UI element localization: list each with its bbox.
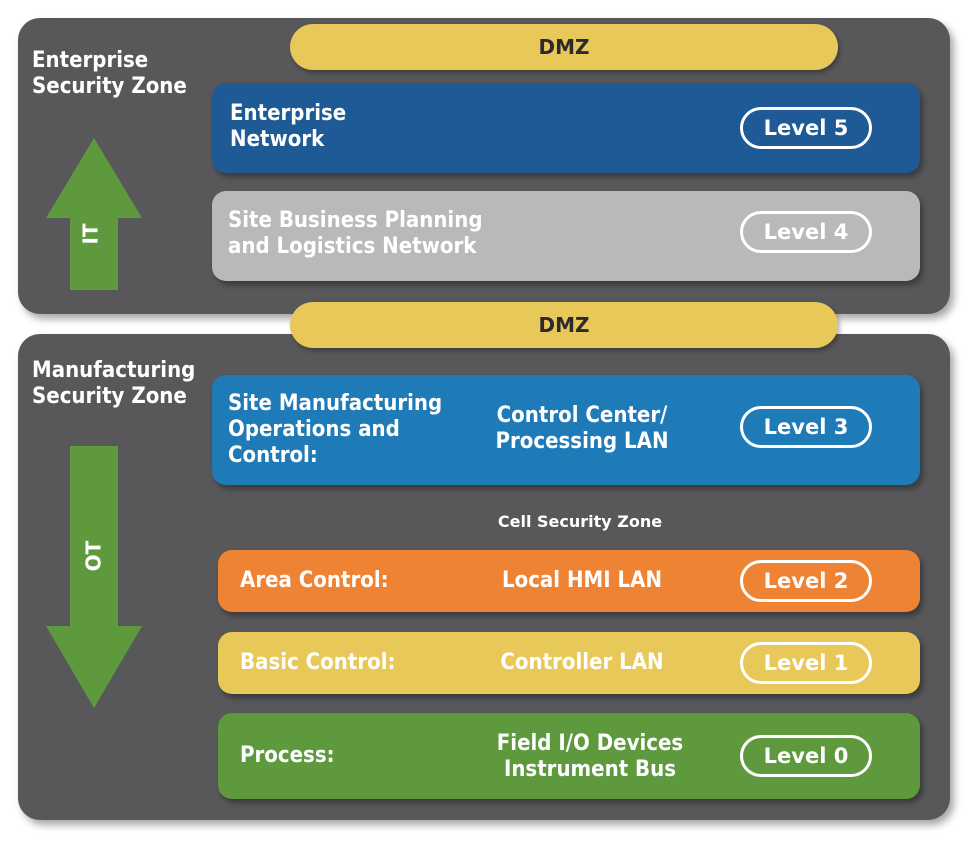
level-3-network: Control Center/ Processing LAN: [495, 403, 669, 454]
level-3-site-manufacturing-bar: Site Manufacturing Operations and Contro…: [212, 375, 920, 485]
level-0-process-bar: Process: Field I/O Devices Instrument Bu…: [218, 713, 920, 799]
level-2-label: Area Control:: [240, 568, 389, 593]
level-1-network: Controller LAN: [500, 650, 664, 675]
level-2-network: Local HMI LAN: [501, 568, 663, 593]
level-0-label: Process:: [240, 743, 335, 768]
level-4-badge: Level 4: [740, 211, 872, 253]
level-4-label: Site Business Planning and Logistics Net…: [228, 208, 483, 259]
level-5-label: Enterprise Network: [230, 101, 347, 152]
enterprise-zone-title: Enterprise Security Zone: [32, 48, 187, 99]
ot-down-arrow-icon: [46, 446, 142, 708]
level-2-area-control-bar: Area Control: Local HMI LAN Level 2: [218, 550, 920, 612]
level-0-badge: Level 0: [740, 735, 872, 777]
level-0-network: Field I/O Devices Instrument Bus: [496, 731, 684, 782]
level-3-label: Site Manufacturing Operations and Contro…: [228, 391, 443, 468]
manufacturing-zone-title: Manufacturing Security Zone: [32, 358, 196, 409]
level-5-enterprise-network-bar: Enterprise Network Level 5: [212, 83, 920, 173]
level-1-badge: Level 1: [740, 642, 872, 684]
ot-arrow-label: OT: [81, 540, 106, 572]
level-5-badge: Level 5: [740, 107, 872, 149]
level-1-basic-control-bar: Basic Control: Controller LAN Level 1: [218, 632, 920, 694]
level-1-label: Basic Control:: [240, 650, 396, 675]
cell-security-zone-label: Cell Security Zone: [497, 512, 663, 531]
dmz-top-pill: DMZ: [290, 24, 838, 70]
level-4-site-business-bar: Site Business Planning and Logistics Net…: [212, 191, 920, 281]
level-2-badge: Level 2: [740, 560, 872, 602]
level-3-badge: Level 3: [740, 406, 872, 448]
dmz-middle-pill: DMZ: [290, 302, 838, 348]
it-arrow-label: IT: [78, 223, 103, 245]
it-up-arrow-icon: [46, 138, 142, 290]
